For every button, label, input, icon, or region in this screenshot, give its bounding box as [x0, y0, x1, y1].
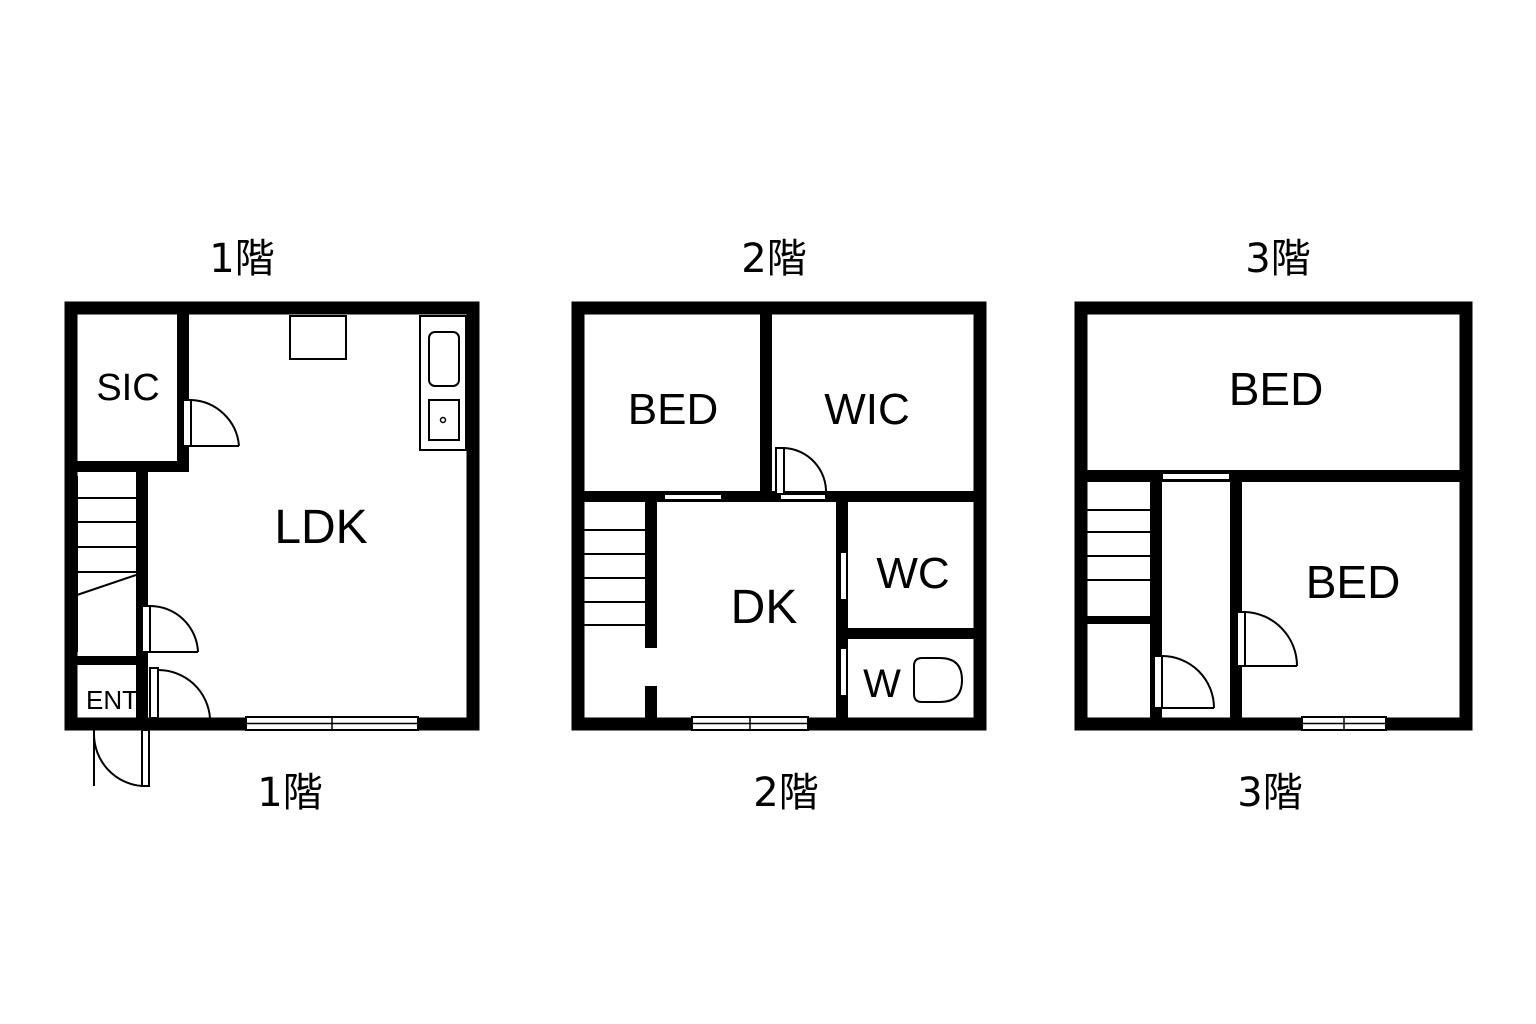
- door-panel-icon: [839, 647, 848, 697]
- floor-1-top-label: 1階: [209, 236, 274, 282]
- door-swing-icon: [149, 667, 211, 719]
- room-label-sic: SIC: [96, 367, 159, 409]
- room-label-dk: DK: [731, 581, 798, 634]
- room-label-ldk: LDK: [274, 501, 367, 554]
- floor-2-bottom-label: 2階: [753, 770, 818, 816]
- window-icon: [1301, 716, 1387, 731]
- room-label-wic: WIC: [824, 385, 910, 434]
- floor-2-outer-wall: [571, 301, 987, 731]
- door-swing-icon: [775, 447, 828, 495]
- door-swing-icon: [182, 399, 240, 447]
- room-label-bed-top: BED: [1229, 363, 1324, 415]
- range-hood-icon: [289, 315, 347, 360]
- floor-2-interior-walls: [578, 308, 980, 724]
- floor-3-outer-wall: [1074, 301, 1473, 731]
- opening-icon: [779, 493, 827, 501]
- door-panel-icon: [839, 551, 848, 601]
- entrance-door-icon: [92, 729, 150, 787]
- floor-2: 2階 2階: [571, 236, 987, 816]
- door-swing-icon: [141, 604, 199, 653]
- window-icon: [691, 716, 809, 731]
- staircase-icon: [1087, 509, 1150, 581]
- floor-2-top-label: 2階: [741, 236, 806, 282]
- opening-icon: [1161, 472, 1231, 481]
- window-icon: [245, 716, 419, 731]
- room-label-bed: BED: [628, 385, 718, 434]
- door-swing-icon: [1236, 611, 1298, 667]
- room-label-w: W: [863, 662, 901, 706]
- door-swing-icon: [1153, 655, 1215, 709]
- room-label-wc: WC: [876, 549, 949, 598]
- floor-1: 1階 1階: [64, 236, 480, 816]
- room-label-bed-right: BED: [1306, 556, 1401, 608]
- floor-3-interior-walls: [1081, 470, 1466, 724]
- floor-3-bottom-label: 3階: [1237, 770, 1302, 816]
- staircase-icon: [584, 529, 645, 626]
- floor-1-bottom-label: 1階: [257, 770, 322, 816]
- toilet-icon: [913, 657, 964, 703]
- room-label-ent: ENT: [86, 685, 138, 715]
- staircase-icon: [76, 476, 137, 652]
- opening-icon: [663, 493, 723, 501]
- kitchen-sink-icon: [419, 315, 467, 451]
- floor-3: 3階 3階: [1074, 236, 1473, 816]
- floor-3-top-label: 3階: [1245, 236, 1310, 282]
- floor-1-interior-walls: [71, 308, 189, 722]
